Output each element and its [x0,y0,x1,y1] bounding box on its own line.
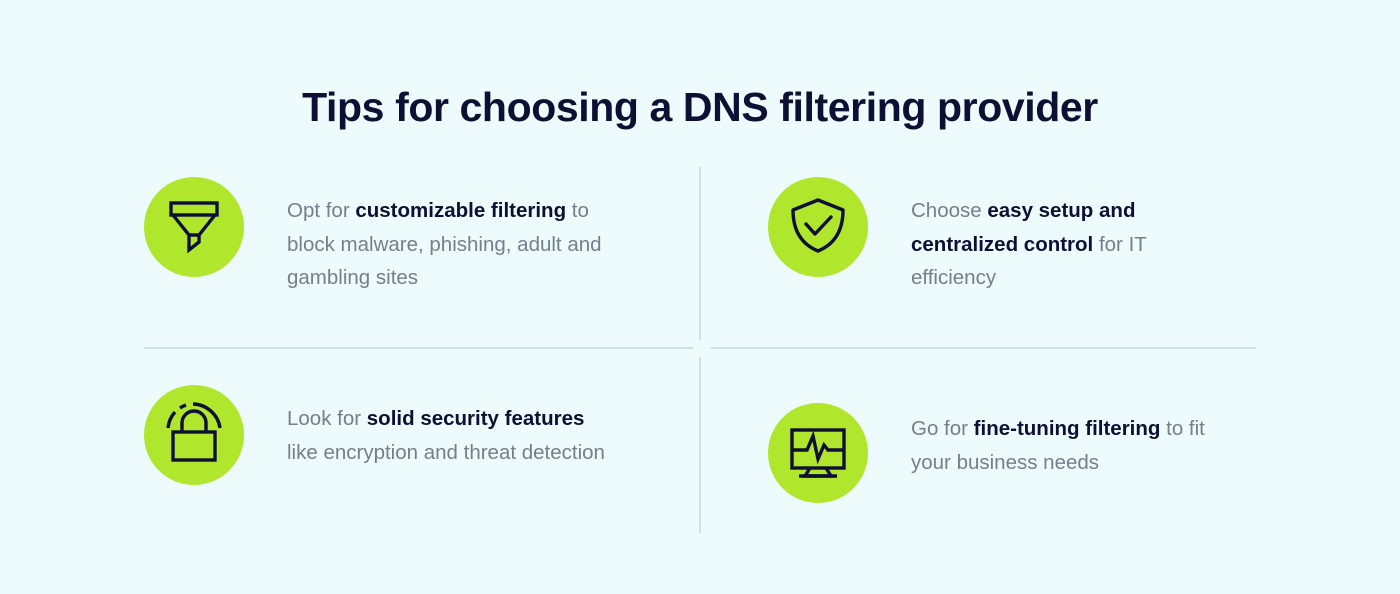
shield-check-icon [786,193,850,262]
divider-intersection-gap [693,347,711,349]
tip-trail: to fit your business needs [911,417,1205,474]
tip-card-customizable-filtering: Opt for customizable filtering to block … [144,177,644,295]
tips-grid: Opt for customizable filtering to block … [144,167,1256,535]
shield-check-icon-badge [768,177,868,277]
tip-emphasis: customizable filtering [355,199,567,222]
funnel-icon [162,193,226,262]
tip-text: Look for solid security features like en… [287,385,617,469]
padlock-signal-icon [162,401,226,470]
monitor-pulse-icon-badge [768,403,868,503]
padlock-signal-icon-badge [144,385,244,485]
tip-emphasis: solid security features [366,407,585,430]
tip-trail: for IT efficiency [911,232,1147,290]
vertical-divider-top [699,167,701,340]
tip-card-fine-tuning: Go for fine-tuning filtering to fit your… [768,403,1268,503]
tip-lead: Go for [911,417,974,440]
monitor-pulse-icon [786,419,850,488]
horizontal-divider [144,347,1256,349]
vertical-divider-bottom [699,357,701,533]
tip-emphasis: fine-tuning filtering [973,417,1161,440]
tip-lead: Opt for [287,199,356,222]
tip-lead: Look for [287,407,367,430]
tip-text: Opt for customizable filtering to block … [287,177,632,295]
tip-trail: like encryption and threat detection [287,440,605,464]
tip-text: Go for fine-tuning filtering to fit your… [911,403,1246,479]
tip-card-easy-setup: Choose easy setup and centralized contro… [768,177,1268,295]
tip-text: Choose easy setup and centralized contro… [911,177,1201,295]
tip-trail: to block malware, phishing, adult and ga… [287,199,602,289]
tip-card-security-features: Look for solid security features like en… [144,385,644,485]
funnel-icon-badge [144,177,244,277]
tip-emphasis: easy setup and centralized control [911,199,1136,256]
page-title: Tips for choosing a DNS filtering provid… [302,84,1098,131]
tip-lead: Choose [911,199,988,222]
